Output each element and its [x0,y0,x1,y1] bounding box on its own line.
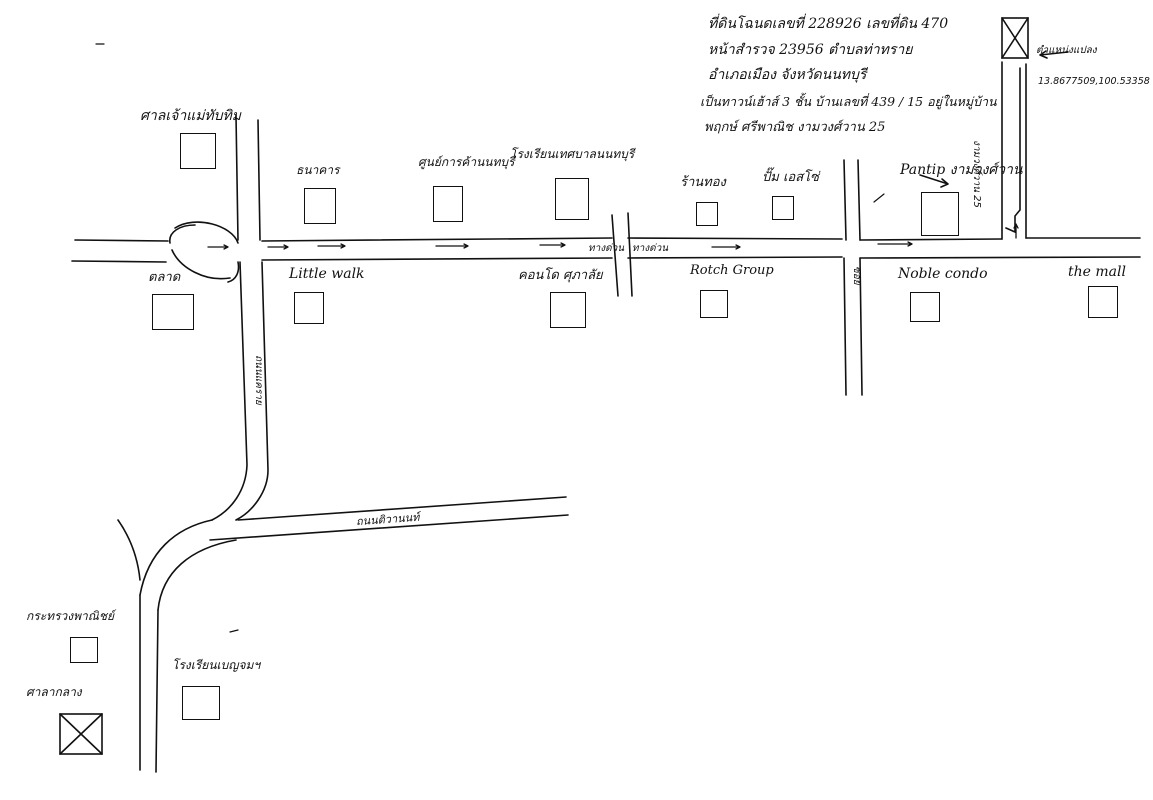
market-label: ตลาด [148,270,181,285]
landmark-top-left-box [180,133,216,169]
note-line-5: พฤกษ์ ศรีพาณิช งามวงศ์วาน 25 [704,120,886,135]
target-box [1001,17,1029,59]
ministry-label: กระทรวงพาณิชย์ [26,609,115,623]
school-label: โรงเรียนเทศบาลนนทบุรี [510,147,635,161]
court-label: ศาลากลาง [26,685,82,699]
little-walk-label: Little walk [289,266,365,282]
hospital-box [433,186,463,222]
direction-arrows [207,223,1019,250]
curve-road [117,519,237,611]
court-x [59,713,103,755]
target-soi-jog [1005,67,1021,234]
right-soi-label: ซอย [851,266,862,285]
hospital-label: ศูนย์การค้านนทบุรี [418,155,515,169]
stray-marks [95,43,885,633]
rotch-box [700,290,728,318]
target-soi [1001,61,1027,240]
main-road-top-edge [74,237,1141,242]
left-vertical-road-label: ถนนแคราย [253,355,264,405]
temple-box [182,686,220,720]
bank-label: ธนาคาร [296,163,340,177]
right-soi [843,159,863,396]
little-walk-box [294,292,324,324]
target-coords: 13.8677509,100.53358 [1038,76,1150,87]
ministry-box [70,637,98,663]
mall-box [1088,286,1118,318]
mall-label: the mall [1068,264,1126,280]
noble-box [910,292,940,322]
upper-side-road [235,114,261,241]
shop1-box [696,202,718,226]
landmark-top-left-label: ศาลเจ้าแม่ทับทิม [140,108,242,124]
court-box [59,713,103,755]
target-x [1001,17,1029,59]
condo-left-box [550,292,586,328]
temple-label: โรงเรียนเบญจมฯ [172,658,261,672]
condo-left-label: คอนโด ศุภาลัย [518,268,603,283]
pantip-label: Pantip งามวงศ์วาน [900,162,1023,178]
school-box [555,178,589,220]
roundabout [169,221,240,283]
note-line-3: อำเภอเมือง จังหวัดนนทบุรี [708,67,867,83]
target-label: ตำแหน่งแปลง [1036,45,1097,56]
note-line-4: เป็นทาวน์เฮ้าส์ 3 ชั้น บ้านเลขที่ 439 / … [700,94,997,109]
pantip-box [921,192,959,236]
canal-left-label: ทางด่วน [588,243,625,254]
shop2-label: ปั๊ม เอสโซ่ [762,170,819,185]
left-vertical-road [211,261,269,521]
market-box [152,294,194,330]
bottom-road [209,496,569,541]
shop2-box [772,196,794,220]
bank-box [304,188,336,224]
canal-right-label: ทางด่วน [632,243,669,254]
lower-vertical-road [139,594,159,773]
shop1-label: ร้านทอง [680,175,726,190]
rotch-label: Rotch Group [690,263,774,278]
target-arrow [1039,50,1069,59]
note-line-1: ที่ดินโฉนดเลขที่ 228926 เลขที่ดิน 470 [708,16,949,32]
main-road-bottom-edge [71,256,1141,263]
canal-lines [611,212,633,297]
noble-label: Noble condo [898,266,988,282]
note-line-2: หน้าสำรวจ 23956 ตำบลท่าทราย [708,42,913,58]
note-arrow [919,174,949,188]
